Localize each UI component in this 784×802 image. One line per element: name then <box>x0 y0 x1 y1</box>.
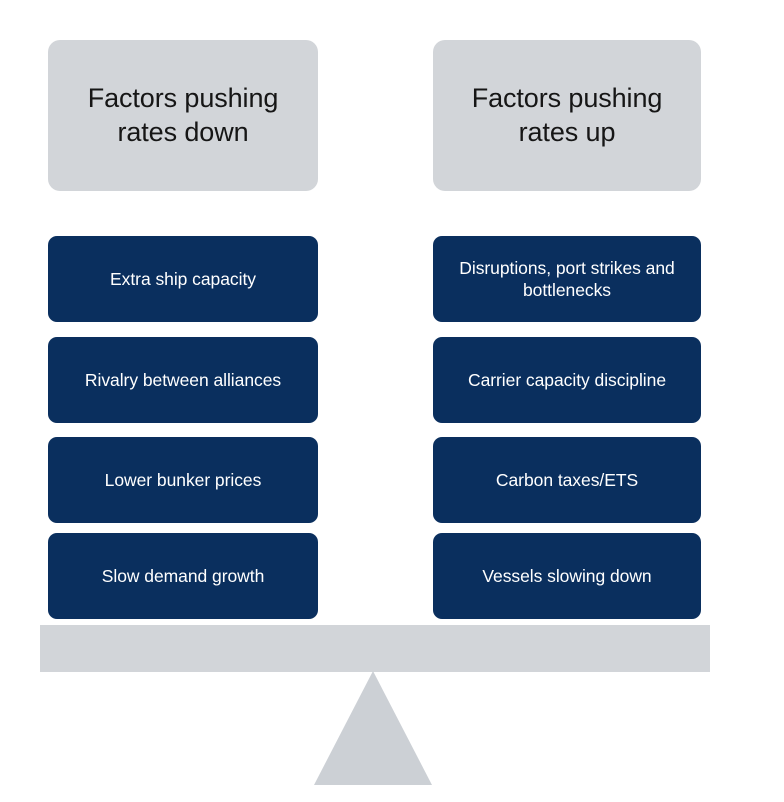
factor-card: Disruptions, port strikes and bottleneck… <box>433 236 701 322</box>
factor-card-label: Rivalry between alliances <box>84 369 282 390</box>
factor-card: Carbon taxes/ETS <box>433 437 701 523</box>
factor-card-label: Carrier capacity discipline <box>467 369 667 390</box>
factor-card-label: Disruptions, port strikes and bottleneck… <box>459 257 675 300</box>
factor-card-label: Vessels slowing down <box>482 565 652 586</box>
factor-card: Extra ship capacity <box>48 236 318 322</box>
factor-card: Carrier capacity discipline <box>433 337 701 423</box>
header-left-label: Factors pushing rates down <box>87 82 279 147</box>
header-factors-pushing-rates-down: Factors pushing rates down <box>48 40 318 191</box>
factor-card: Lower bunker prices <box>48 437 318 523</box>
factor-card-label: Carbon taxes/ETS <box>495 469 639 490</box>
header-factors-pushing-rates-up: Factors pushing rates up <box>433 40 701 191</box>
factor-card-label: Extra ship capacity <box>110 268 256 289</box>
factor-card-label: Slow demand growth <box>101 565 265 586</box>
factor-card: Vessels slowing down <box>433 533 701 619</box>
factor-card-label: Lower bunker prices <box>104 469 262 490</box>
factor-card: Rivalry between alliances <box>48 337 318 423</box>
balance-beam <box>40 625 710 672</box>
factor-card: Slow demand growth <box>48 533 318 619</box>
header-right-label: Factors pushing rates up <box>471 82 663 147</box>
fulcrum-triangle-icon <box>314 671 432 785</box>
